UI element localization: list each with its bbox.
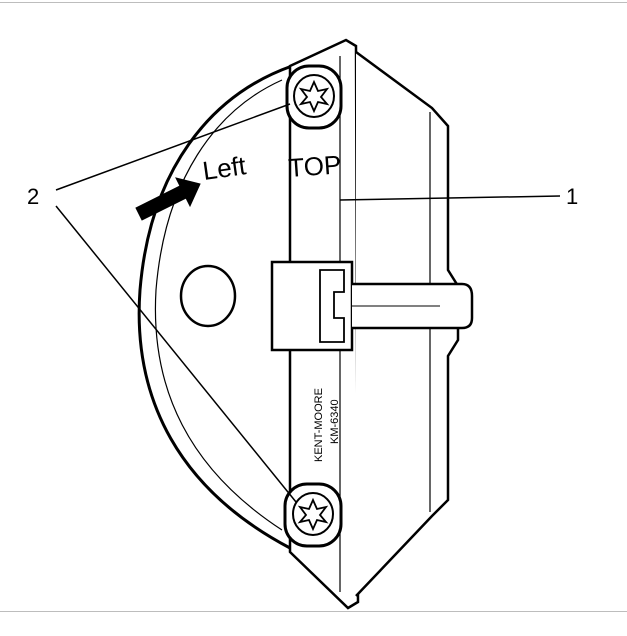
bottom-divider bbox=[0, 611, 627, 612]
center-bracket bbox=[270, 260, 354, 352]
bracket-slot bbox=[319, 269, 345, 343]
top-divider bbox=[0, 2, 627, 3]
top-label: TOP bbox=[287, 149, 342, 183]
tool-maker-text: KENT-MOORE bbox=[313, 388, 325, 462]
callout-2: 2 bbox=[27, 184, 39, 209]
leader-line-2a bbox=[55, 103, 291, 191]
leader-line-1 bbox=[339, 195, 561, 201]
upper-screw-icon bbox=[285, 64, 343, 130]
tool-back-shell-inner bbox=[154, 79, 283, 531]
shell-boss bbox=[179, 264, 237, 328]
left-label: Left bbox=[201, 150, 249, 186]
left-arrow-icon bbox=[135, 177, 201, 221]
tool-back-shell bbox=[137, 64, 293, 550]
lower-screw-icon bbox=[283, 482, 343, 548]
callout-1: 1 bbox=[566, 184, 578, 209]
tool-number-text: KM-6340 bbox=[329, 399, 341, 444]
leader-line-2b bbox=[55, 205, 297, 503]
